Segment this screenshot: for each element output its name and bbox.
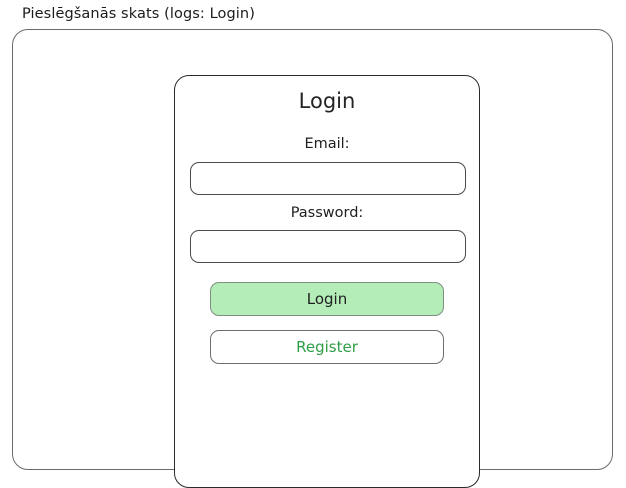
- password-field[interactable]: [190, 230, 466, 263]
- register-button[interactable]: Register: [210, 330, 444, 364]
- screen-caption: Pieslēgšanās skats (logs: Login): [22, 6, 255, 22]
- login-dialog-card: Login Email: Password: Login Register: [174, 75, 480, 488]
- window-frame: Login Email: Password: Login Register: [12, 29, 613, 488]
- login-button[interactable]: Login: [210, 282, 444, 316]
- email-field[interactable]: [190, 162, 466, 195]
- password-field-label: Password:: [290, 205, 364, 221]
- page-title: Login: [298, 89, 356, 113]
- email-field-label: Email:: [304, 136, 350, 152]
